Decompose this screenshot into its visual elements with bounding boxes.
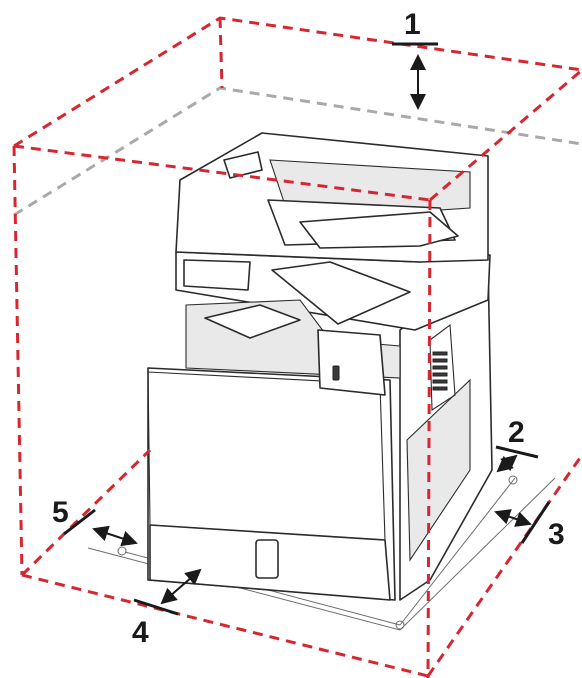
printer-illustration — [147, 132, 493, 601]
clearance-box — [12, 16, 582, 678]
callout-1-label: 1 — [404, 8, 421, 41]
clearance-right-side: 3 — [494, 501, 565, 551]
side-vents — [432, 351, 448, 391]
clearance-front: 4 — [132, 568, 202, 649]
callout-5-label: 5 — [52, 496, 69, 529]
callout-2-label: 2 — [508, 416, 525, 449]
clearance-left: 5 — [52, 496, 138, 547]
callout-3-label: 3 — [548, 518, 565, 551]
clearance-right-back: 2 — [495, 416, 539, 473]
clearance-top: 1 — [392, 8, 438, 110]
clearance-box-hidden-edges — [13, 86, 582, 217]
callout-4-label: 4 — [132, 616, 149, 649]
